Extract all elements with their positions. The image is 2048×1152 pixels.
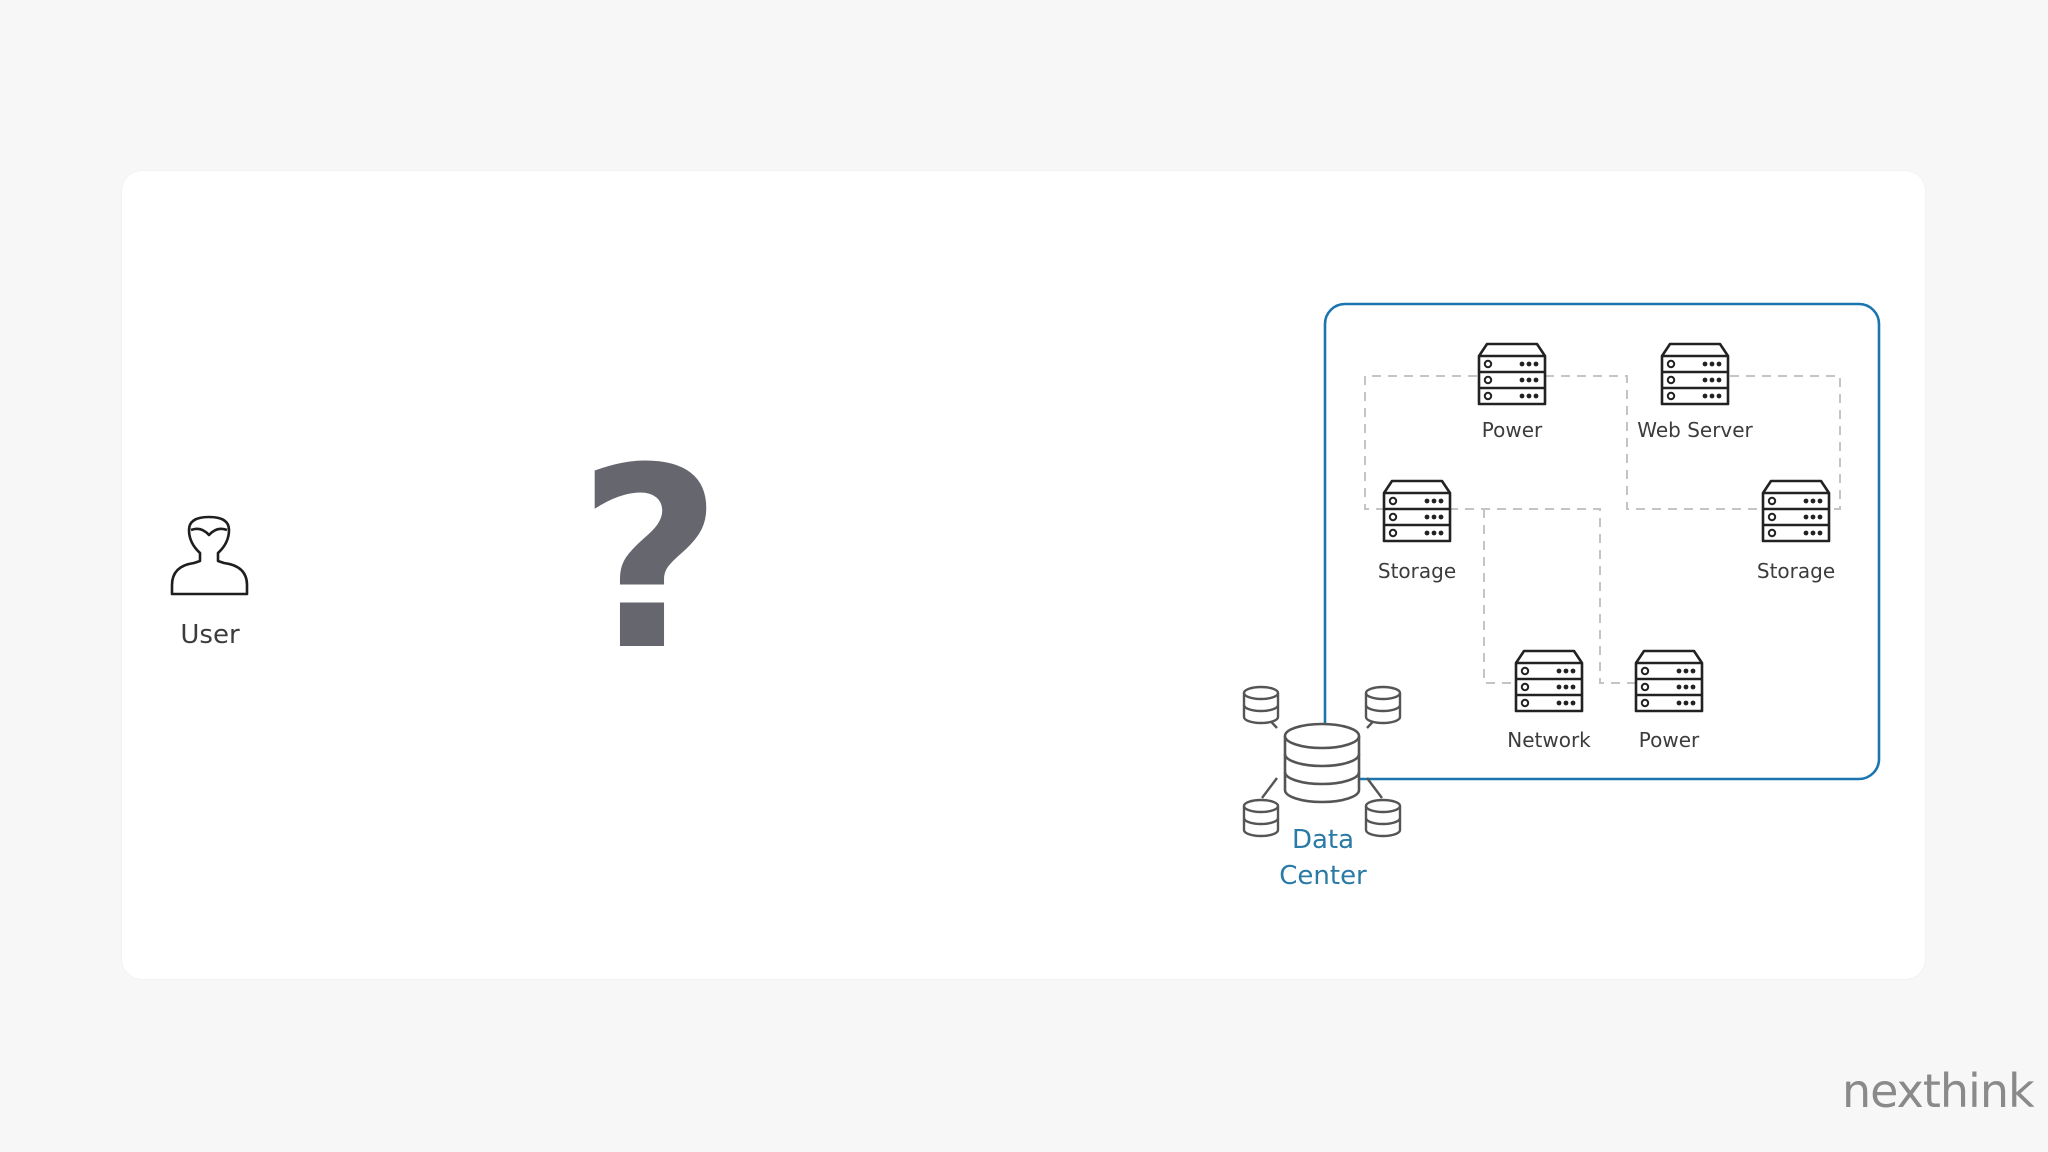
server-label-web-server: Web Server bbox=[1637, 418, 1753, 442]
datacenter-label: Data Center bbox=[1279, 822, 1367, 894]
connection-lines bbox=[1364, 375, 1841, 684]
server-label-power-top: Power bbox=[1481, 418, 1543, 442]
unknown-question-mark: ? bbox=[577, 414, 723, 705]
datacenter-label-line1: Data bbox=[1291, 825, 1355, 855]
server-icon-storage-right bbox=[1761, 479, 1831, 543]
user-icon bbox=[170, 515, 249, 596]
server-icon-power-bottom bbox=[1634, 649, 1704, 713]
server-label-storage-right: Storage bbox=[1756, 559, 1836, 583]
server-icon-storage-left bbox=[1382, 479, 1452, 543]
server-label-storage-left: Storage bbox=[1377, 559, 1457, 583]
server-icon-power-top bbox=[1477, 342, 1547, 406]
database-cluster-icon bbox=[1242, 685, 1402, 838]
server-label-power-bottom: Power bbox=[1638, 728, 1700, 752]
nexthink-logo: nexthink bbox=[1842, 1064, 2035, 1118]
diagram-card bbox=[122, 171, 1925, 979]
server-label-network: Network bbox=[1507, 728, 1591, 752]
server-icon-web-server bbox=[1660, 342, 1730, 406]
user-label: User bbox=[180, 620, 240, 650]
server-icon-network bbox=[1514, 649, 1584, 713]
datacenter-label-line2: Center bbox=[1279, 861, 1367, 891]
datacenter-boundary bbox=[1323, 302, 1881, 781]
